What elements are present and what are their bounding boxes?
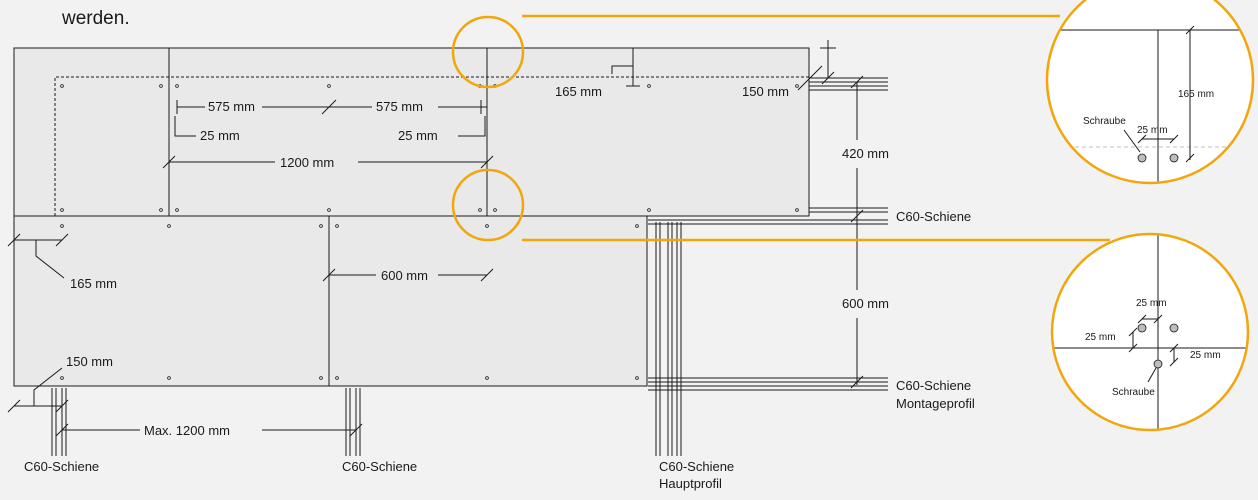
dim-1200: 1200 mm [280, 155, 334, 170]
dim-575-right: 575 mm [376, 99, 423, 114]
dim-max-1200: Max. 1200 mm [144, 423, 230, 438]
detail-bottom-dim-25-left: 25 mm [1085, 332, 1116, 343]
detail-bottom-dim-25-top: 25 mm [1136, 298, 1167, 309]
highlight-ring-middle [451, 168, 525, 242]
dim-150-left: 150 mm [66, 354, 113, 369]
rail-label-right-top: C60-Schiene [896, 209, 971, 224]
dim-575-left: 575 mm [208, 99, 255, 114]
screws [60, 84, 799, 380]
rail-label-bottom-2: C60-Schiene [342, 459, 417, 474]
dim-150-top: 150 mm [742, 84, 789, 99]
rail-label-bottom-3-sub: Hauptprofil [659, 476, 722, 491]
bottom-rails [51, 222, 682, 456]
rail-label-right-bottom-sub: Montageprofil [896, 396, 975, 411]
detail-top-dim-165: 165 mm [1178, 89, 1214, 100]
dim-165-left: 165 mm [70, 276, 117, 291]
detail-bottom-dim-25-right: 25 mm [1190, 350, 1221, 361]
rail-label-right-bottom: C60-Schiene [896, 378, 971, 393]
detail-top-dim-25: 25 mm [1137, 125, 1168, 136]
rail-label-bottom-3: C60-Schiene [659, 459, 734, 474]
dim-600-horizontal: 600 mm [381, 268, 428, 283]
detail-top: Schraube 25 mm 165 mm [1045, 0, 1255, 185]
lower-board [13, 215, 648, 387]
highlight-ring-top [451, 15, 525, 89]
rail-label-bottom-1: C60-Schiene [24, 459, 99, 474]
dim-165-top: 165 mm [555, 84, 602, 99]
intro-text: werden. [61, 8, 130, 29]
dim-25-left: 25 mm [200, 128, 240, 143]
screw-offset-line [54, 76, 809, 216]
detail-bottom-screw-label: Schraube [1112, 387, 1155, 398]
dimension-lines [7, 40, 864, 437]
detail-bottom: 25 mm 25 mm 25 mm Schraube [1050, 232, 1250, 432]
dim-420: 420 mm [842, 146, 889, 161]
detail-top-screw-label: Schraube [1083, 116, 1126, 127]
right-rails [648, 77, 888, 391]
dim-600-vertical: 600 mm [842, 296, 889, 311]
dim-25-right: 25 mm [398, 128, 438, 143]
upper-board [13, 47, 810, 217]
